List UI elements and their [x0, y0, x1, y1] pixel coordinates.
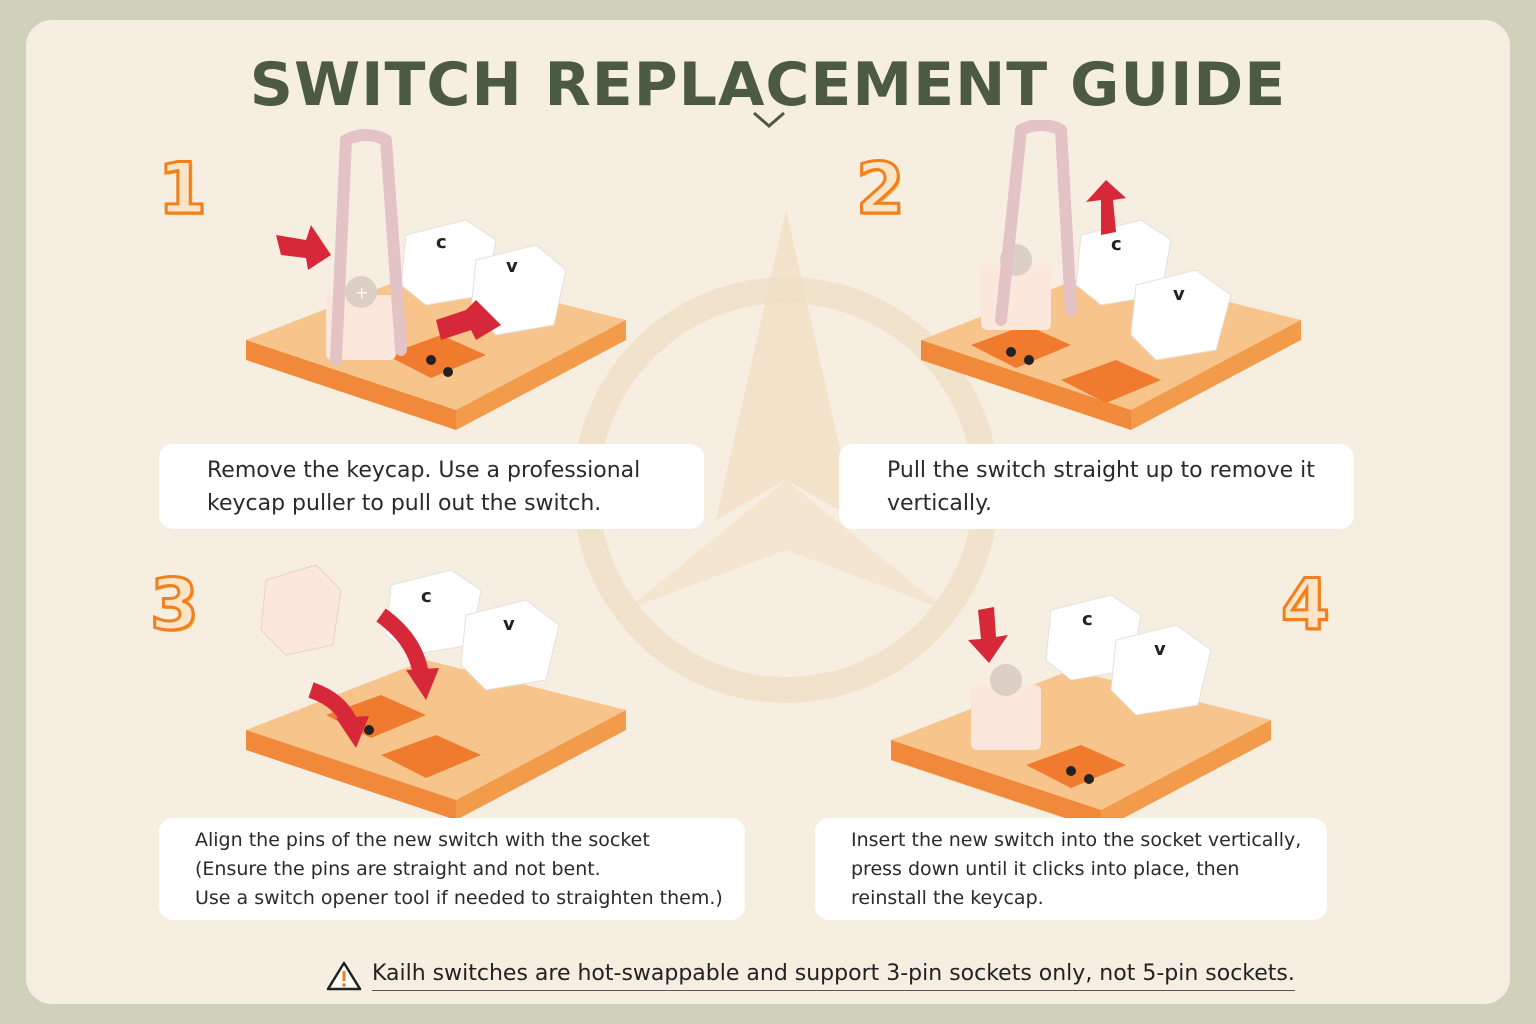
- step-4-line-2: press down until it clicks into place, t…: [851, 858, 1240, 880]
- keycap-c-label: c: [421, 586, 432, 607]
- step-1-line-2: keycap puller to pull out the switch.: [207, 491, 602, 516]
- keycap-v-label: v: [506, 256, 518, 277]
- step-2-number: 2: [855, 147, 907, 232]
- keycap-c-label: c: [436, 232, 447, 253]
- step-1-line-1: Remove the keycap. Use a professional: [207, 458, 641, 483]
- step-2-illustration: c v: [921, 120, 1301, 430]
- step-3-number: 3: [149, 563, 201, 648]
- step-1-caption: Remove the keycap. Use a professional ke…: [159, 444, 704, 529]
- svg-text:+: +: [355, 283, 368, 302]
- step-4-line-1: Insert the new switch into the socket ve…: [851, 829, 1302, 851]
- step-3-illustration: c v: [246, 564, 626, 820]
- warning-icon: [326, 961, 362, 991]
- step-2-line-2: vertically.: [887, 491, 993, 516]
- step-1-number: 1: [157, 147, 209, 232]
- keycap-v-label: v: [503, 614, 515, 635]
- step-3-caption: Align the pins of the new switch with th…: [159, 818, 745, 920]
- keycap-v-label: v: [1173, 284, 1185, 305]
- keycap-c-label: c: [1111, 234, 1122, 255]
- step-3-line-3: Use a switch opener tool if needed to st…: [195, 887, 723, 909]
- page-title: SWITCH REPLACEMENT GUIDE: [249, 50, 1287, 120]
- step-4-line-3: reinstall the keycap.: [851, 887, 1044, 909]
- step-3-line-2: (Ensure the pins are straight and not be…: [195, 858, 601, 880]
- step-3-line-1: Align the pins of the new switch with th…: [195, 829, 650, 851]
- step-2-caption: Pull the switch straight up to remove it…: [839, 444, 1354, 529]
- step-2-line-1: Pull the switch straight up to remove it: [887, 458, 1315, 483]
- step-1-illustration: + c v: [246, 129, 626, 430]
- step-4-number: 4: [1280, 563, 1332, 648]
- chevron-down-icon: [753, 111, 785, 128]
- keycap-c-label: c: [1082, 609, 1093, 630]
- keycap-v-label: v: [1154, 639, 1166, 660]
- footer-text: Kailh switches are hot-swappable and sup…: [372, 961, 1295, 991]
- step-4-caption: Insert the new switch into the socket ve…: [815, 818, 1327, 920]
- guide-card: SWITCH REPLACEMENT GUIDE 1 + c v Remove …: [26, 20, 1510, 1004]
- step-4-illustration: c v: [891, 594, 1271, 830]
- footer-note: Kailh switches are hot-swappable and sup…: [326, 956, 1295, 996]
